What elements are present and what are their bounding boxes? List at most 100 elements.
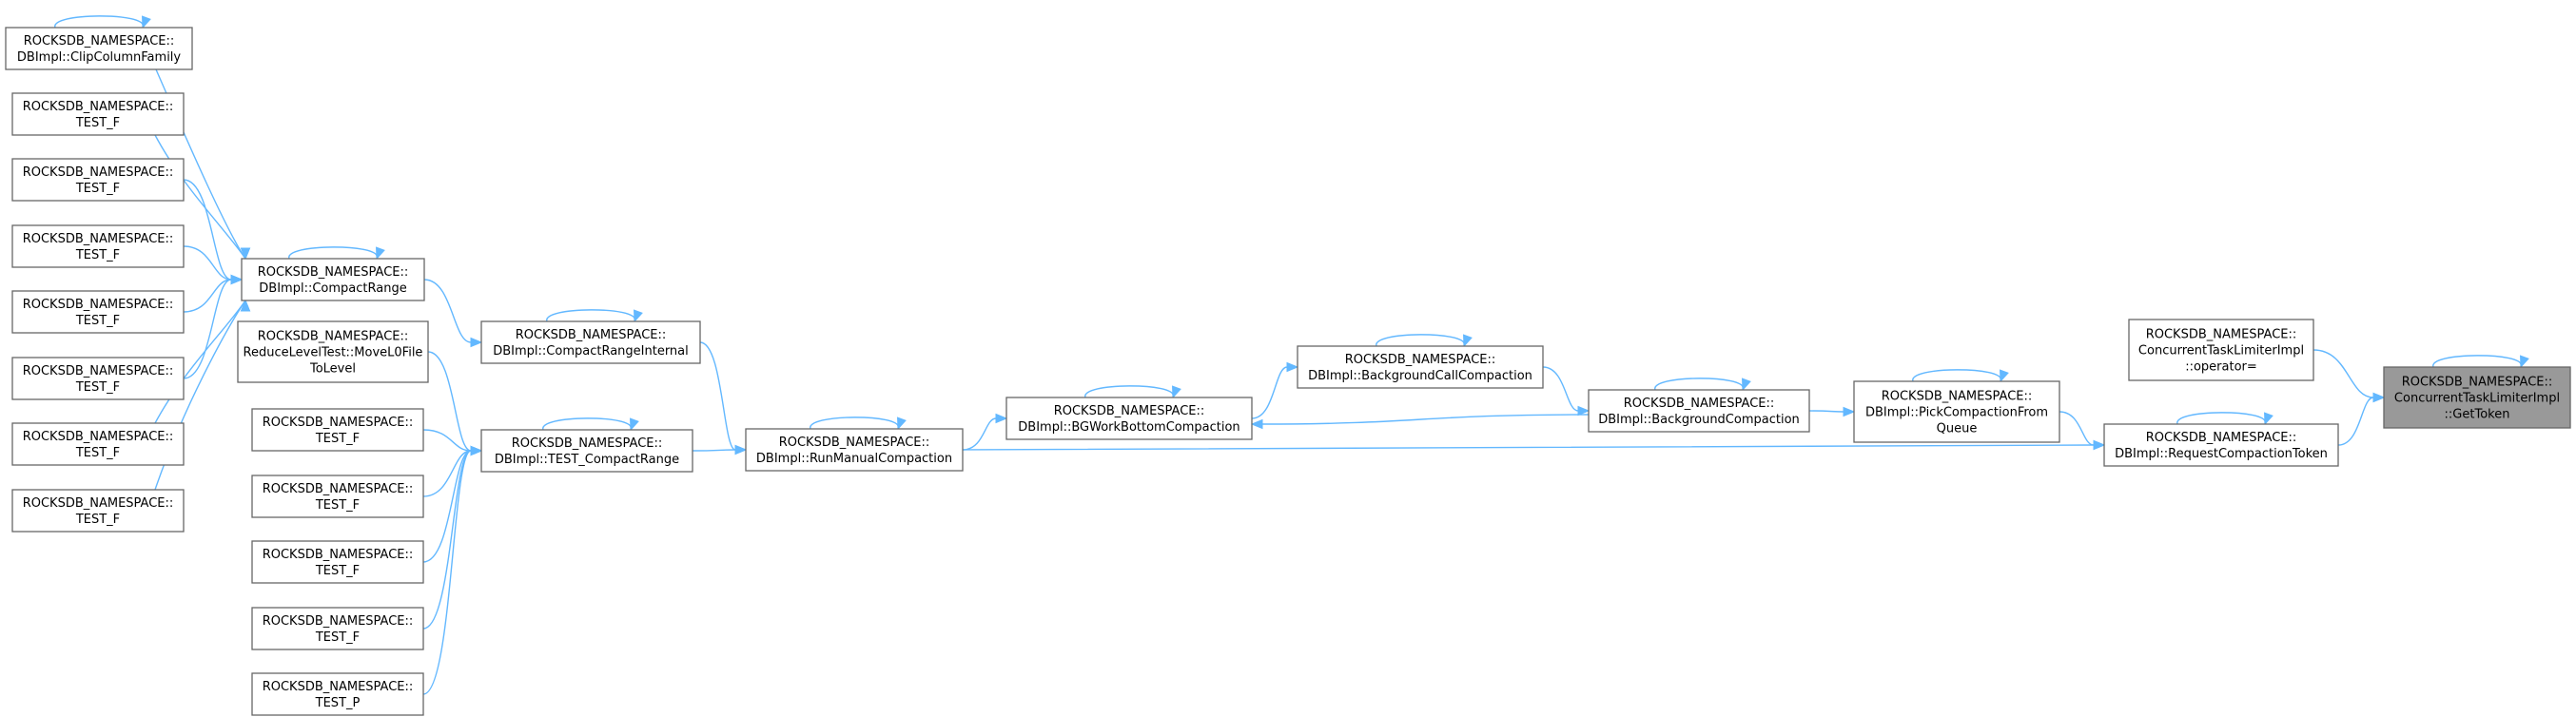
node-label-line: ROCKSDB_NAMESPACE:: (512, 436, 663, 451)
edge-run-manual-to-request-token (962, 444, 2095, 451)
edge-compact-range-to-compact-range-internal (423, 279, 472, 343)
edge-arrowhead (634, 309, 643, 323)
node-bg-compaction[interactable]: ROCKSDB_NAMESPACE::DBImpl::BackgroundCom… (1588, 389, 1810, 433)
node-cr-test1[interactable]: ROCKSDB_NAMESPACE::TEST_F (11, 92, 185, 136)
node-box (5, 27, 193, 70)
node-request-token[interactable]: ROCKSDB_NAMESPACE::DBImpl::RequestCompac… (2103, 423, 2339, 467)
node-label-line: TEST_F (75, 116, 120, 130)
node-tcr-test5[interactable]: ROCKSDB_NAMESPACE::TEST_P (251, 672, 424, 716)
edge-compact-range-to-compact-range (288, 246, 378, 260)
edge-tcr-test1-to-test-compact-range (422, 429, 472, 452)
node-label-line: DBImpl::BackgroundCompaction (1598, 413, 1800, 427)
edge-request-token-to-request-token (2176, 412, 2266, 425)
node-label-line: TEST_F (75, 513, 120, 527)
node-cr-test4[interactable]: ROCKSDB_NAMESPACE::TEST_F (11, 290, 185, 334)
edge-arrowhead (376, 246, 385, 261)
node-box (1853, 380, 2060, 443)
node-label-line: ROCKSDB_NAMESPACE:: (263, 680, 414, 694)
node-pick-compaction[interactable]: ROCKSDB_NAMESPACE::DBImpl::PickCompactio… (1853, 380, 2060, 443)
node-label-line: TEST_F (75, 314, 120, 328)
node-label-line: DBImpl::TEST_CompactRange (495, 453, 679, 467)
edge-bg-work-bottom-to-bg-work-bottom (1084, 385, 1174, 398)
node-label-line: ROCKSDB_NAMESPACE:: (23, 165, 174, 180)
node-operator-eq[interactable]: ROCKSDB_NAMESPACE::ConcurrentTaskLimiter… (2128, 319, 2314, 381)
node-tcr-test3[interactable]: ROCKSDB_NAMESPACE::TEST_F (251, 540, 424, 584)
edge-compact-range-internal-to-run-manual (699, 341, 736, 451)
node-box (2103, 423, 2339, 467)
node-label-line: ROCKSDB_NAMESPACE:: (2146, 328, 2297, 342)
edge-cr-test2-to-compact-range (183, 179, 232, 281)
edge-pick-compaction-to-request-token (2059, 411, 2095, 446)
edge-arrowhead (995, 413, 1008, 424)
node-tcr-test4[interactable]: ROCKSDB_NAMESPACE::TEST_F (251, 607, 424, 650)
edge-compact-range-internal-to-compact-range-internal (546, 309, 635, 322)
edge-bg-call-compaction-to-bg-call-compaction (1376, 334, 1465, 347)
node-tcr-test2[interactable]: ROCKSDB_NAMESPACE::TEST_F (251, 475, 424, 518)
node-cr-test7[interactable]: ROCKSDB_NAMESPACE::TEST_F (11, 489, 185, 533)
edge-arrowhead (142, 15, 151, 29)
edge-reduce-level-to-test-compact-range (427, 351, 472, 452)
node-label-line: ROCKSDB_NAMESPACE:: (23, 364, 174, 378)
node-box (237, 320, 429, 383)
node-box (2128, 319, 2314, 381)
node-label-line: ConcurrentTaskLimiterImpl (2394, 392, 2560, 406)
node-label-line: ROCKSDB_NAMESPACE:: (258, 265, 409, 280)
node-label-line: Queue (1937, 422, 1978, 436)
node-label-line: ROCKSDB_NAMESPACE:: (263, 416, 414, 430)
node-label-line: ROCKSDB_NAMESPACE:: (263, 548, 414, 562)
node-cr-test3[interactable]: ROCKSDB_NAMESPACE::TEST_F (11, 224, 185, 268)
node-box (11, 489, 185, 533)
node-box (11, 357, 185, 400)
edge-arrowhead (1742, 378, 1751, 392)
node-label-line: ROCKSDB_NAMESPACE:: (23, 100, 174, 114)
edge-tcr-test2-to-test-compact-range (422, 450, 472, 497)
node-test-compact-range[interactable]: ROCKSDB_NAMESPACE::DBImpl::TEST_CompactR… (480, 429, 693, 473)
node-bg-work-bottom[interactable]: ROCKSDB_NAMESPACE::DBImpl::BGWorkBottomC… (1005, 397, 1253, 440)
node-gettoken[interactable]: ROCKSDB_NAMESPACE::ConcurrentTaskLimiter… (2383, 366, 2571, 429)
edge-arrowhead (240, 247, 251, 261)
edge-arrowhead (2093, 439, 2106, 451)
node-label-line: ROCKSDB_NAMESPACE:: (263, 482, 414, 496)
edge-arrowhead (630, 417, 639, 432)
edge-cr-test1-to-compact-range (154, 134, 246, 260)
node-box (251, 607, 424, 650)
node-box (11, 422, 185, 466)
node-box (241, 258, 425, 301)
node-box (11, 92, 185, 136)
node-label-line: DBImpl::ClipColumnFamily (17, 50, 182, 65)
node-tcr-test1[interactable]: ROCKSDB_NAMESPACE::TEST_F (251, 408, 424, 452)
node-label-line: ::operator= (2185, 360, 2257, 375)
node-cr-test6[interactable]: ROCKSDB_NAMESPACE::TEST_F (11, 422, 185, 466)
node-box (251, 672, 424, 716)
node-cr-test2[interactable]: ROCKSDB_NAMESPACE::TEST_F (11, 158, 185, 202)
node-label-line: TEST_F (75, 248, 120, 262)
node-bg-call-compaction[interactable]: ROCKSDB_NAMESPACE::DBImpl::BackgroundCal… (1297, 345, 1544, 389)
edge-arrowhead (2520, 355, 2529, 369)
node-label-line: ROCKSDB_NAMESPACE:: (516, 328, 667, 342)
edge-bg-compaction-to-bg-work-bottom (1261, 414, 1590, 425)
node-compact-range-internal[interactable]: ROCKSDB_NAMESPACE::DBImpl::CompactRangeI… (480, 320, 701, 364)
node-run-manual[interactable]: ROCKSDB_NAMESPACE::DBImpl::RunManualComp… (745, 428, 964, 472)
edge-run-manual-to-bg-work-bottom (962, 417, 997, 451)
edge-tcr-test3-to-test-compact-range (422, 450, 472, 563)
edge-operator-eq-to-gettoken (2313, 349, 2374, 398)
edge-arrowhead (1843, 406, 1856, 417)
edge-arrowhead (240, 299, 251, 312)
edge-arrowhead (897, 417, 907, 431)
node-reduce-level[interactable]: ROCKSDB_NAMESPACE::ReduceLevelTest::Move… (237, 320, 429, 383)
node-label-line: ::GetToken (2445, 408, 2510, 422)
node-clip-cf[interactable]: ROCKSDB_NAMESPACE::DBImpl::ClipColumnFam… (5, 27, 193, 70)
edge-request-token-to-gettoken (2337, 397, 2374, 446)
edge-arrowhead (1250, 418, 1263, 430)
node-label-line: TEST_F (315, 564, 360, 578)
edge-arrowhead (1172, 385, 1181, 399)
node-label-line: DBImpl::CompactRangeInternal (493, 344, 689, 358)
edge-arrowhead (1577, 405, 1590, 417)
edge-arrowhead (2264, 412, 2274, 426)
node-compact-range[interactable]: ROCKSDB_NAMESPACE::DBImpl::CompactRange (241, 258, 425, 301)
node-cr-test5[interactable]: ROCKSDB_NAMESPACE::TEST_F (11, 357, 185, 400)
edge-test-compact-range-to-test-compact-range (542, 417, 632, 431)
edge-cr-test6-to-compact-range (154, 300, 246, 424)
node-label-line: TEST_F (75, 182, 120, 196)
node-label-line: ReduceLevelTest::MoveL0File (244, 346, 423, 360)
